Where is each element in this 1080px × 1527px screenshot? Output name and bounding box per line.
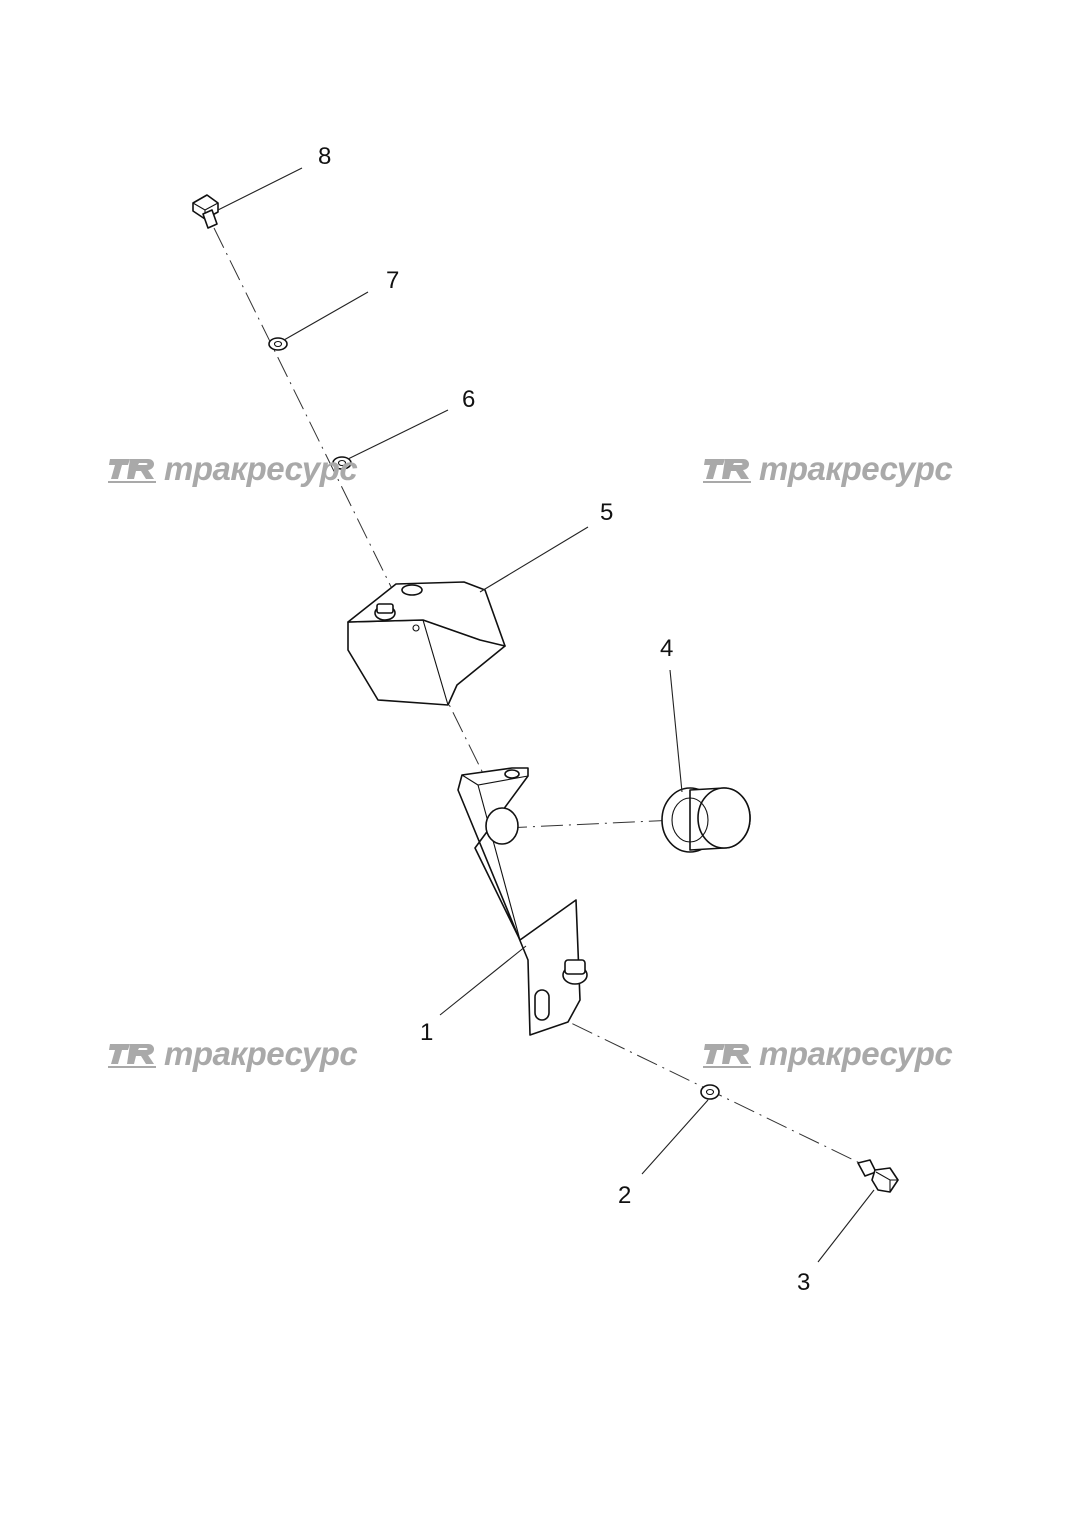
watermark-text: тракресурс <box>164 450 358 487</box>
tr-logo-icon <box>108 459 156 483</box>
callout-1: 1 <box>420 1019 433 1046</box>
tr-logo-icon <box>703 459 751 483</box>
callout-8: 8 <box>318 143 331 170</box>
watermark-text: тракресурс <box>759 1035 953 1072</box>
part-4-button <box>661 787 751 853</box>
tr-logo-icon <box>108 1044 156 1068</box>
part-6-washer <box>332 456 352 470</box>
watermark-top-left: тракресурс <box>108 450 358 488</box>
tr-logo-icon <box>703 1044 751 1068</box>
part-8-bolt <box>192 194 219 229</box>
part-5-cover <box>347 581 506 706</box>
callout-3: 3 <box>797 1269 810 1296</box>
callout-2: 2 <box>618 1182 631 1209</box>
part-1-bracket <box>457 767 588 1036</box>
watermark-text: тракресурс <box>759 450 953 487</box>
part-7-washer <box>268 337 288 351</box>
watermark-text: тракресурс <box>164 1035 358 1072</box>
watermark-bottom-right: тракресурс <box>703 1035 953 1073</box>
watermark-bottom-left: тракресурс <box>108 1035 358 1073</box>
part-2-washer <box>700 1084 720 1100</box>
leader-lines <box>217 167 875 1263</box>
callout-7: 7 <box>386 267 399 294</box>
callout-6: 6 <box>462 386 475 413</box>
callout-4: 4 <box>660 635 673 662</box>
watermark-top-right: тракресурс <box>703 450 953 488</box>
callout-5: 5 <box>600 499 613 526</box>
callout-numbers: 8 7 6 5 4 1 2 3 <box>318 143 810 1296</box>
part-3-bolt <box>857 1159 899 1193</box>
